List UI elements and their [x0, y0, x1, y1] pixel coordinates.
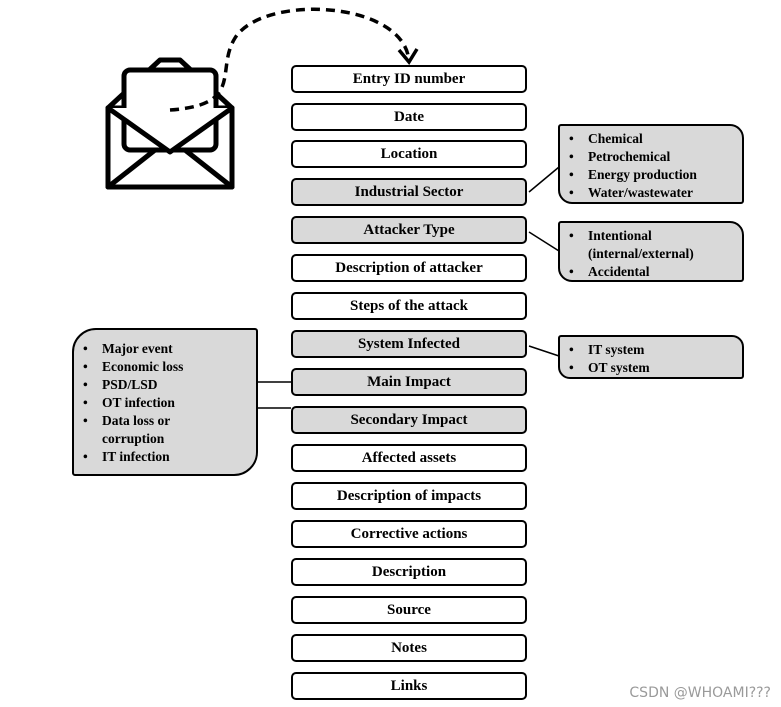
- list-item: Intentional (internal/external): [560, 227, 742, 263]
- sector-connector: [528, 166, 560, 193]
- system-infected-callout: IT system OT system: [558, 335, 744, 379]
- attacker-type-callout: Intentional (internal/external) Accident…: [558, 221, 744, 282]
- list-item: Economic loss: [74, 358, 256, 376]
- field-main-impact: Main Impact: [291, 368, 527, 396]
- system-connector: [528, 345, 560, 357]
- list-item: OT system: [560, 359, 742, 377]
- field-industrial-sector: Industrial Sector: [291, 178, 527, 206]
- list-item: Data loss or corruption: [74, 412, 256, 448]
- watermark: CSDN @WHOAMI???: [629, 685, 771, 701]
- list-item: Accidental: [560, 263, 742, 281]
- list-item: Chemical: [560, 130, 742, 148]
- field-description: Description: [291, 558, 527, 586]
- field-steps-of-the-attack: Steps of the attack: [291, 292, 527, 320]
- list-item: IT infection: [74, 448, 256, 466]
- field-entry-id-number: Entry ID number: [291, 65, 527, 93]
- impact-callout: Major event Economic loss PSD/LSD OT inf…: [72, 328, 258, 476]
- field-description-of-impacts: Description of impacts: [291, 482, 527, 510]
- envelope-icon: [105, 57, 235, 190]
- field-date: Date: [291, 103, 527, 131]
- field-attacker-type: Attacker Type: [291, 216, 527, 244]
- field-location: Location: [291, 140, 527, 168]
- field-notes: Notes: [291, 634, 527, 662]
- industrial-sector-callout: Chemical Petrochemical Energy production…: [558, 124, 744, 204]
- list-item: IT system: [560, 341, 742, 359]
- list-item: Water/wastewater: [560, 184, 742, 202]
- list-item: Petrochemical: [560, 148, 742, 166]
- field-secondary-impact: Secondary Impact: [291, 406, 527, 434]
- dashed-arrow: [169, 7, 410, 112]
- list-item: OT infection: [74, 394, 256, 412]
- field-description-of-attacker: Description of attacker: [291, 254, 527, 282]
- field-source: Source: [291, 596, 527, 624]
- field-affected-assets: Affected assets: [291, 444, 527, 472]
- list-item: Major event: [74, 340, 256, 358]
- field-corrective-actions: Corrective actions: [291, 520, 527, 548]
- field-system-infected: System Infected: [291, 330, 527, 358]
- list-item: Energy production: [560, 166, 742, 184]
- arrow-head: [397, 48, 419, 65]
- attacker-connector: [528, 231, 560, 252]
- field-links: Links: [291, 672, 527, 700]
- list-item: PSD/LSD: [74, 376, 256, 394]
